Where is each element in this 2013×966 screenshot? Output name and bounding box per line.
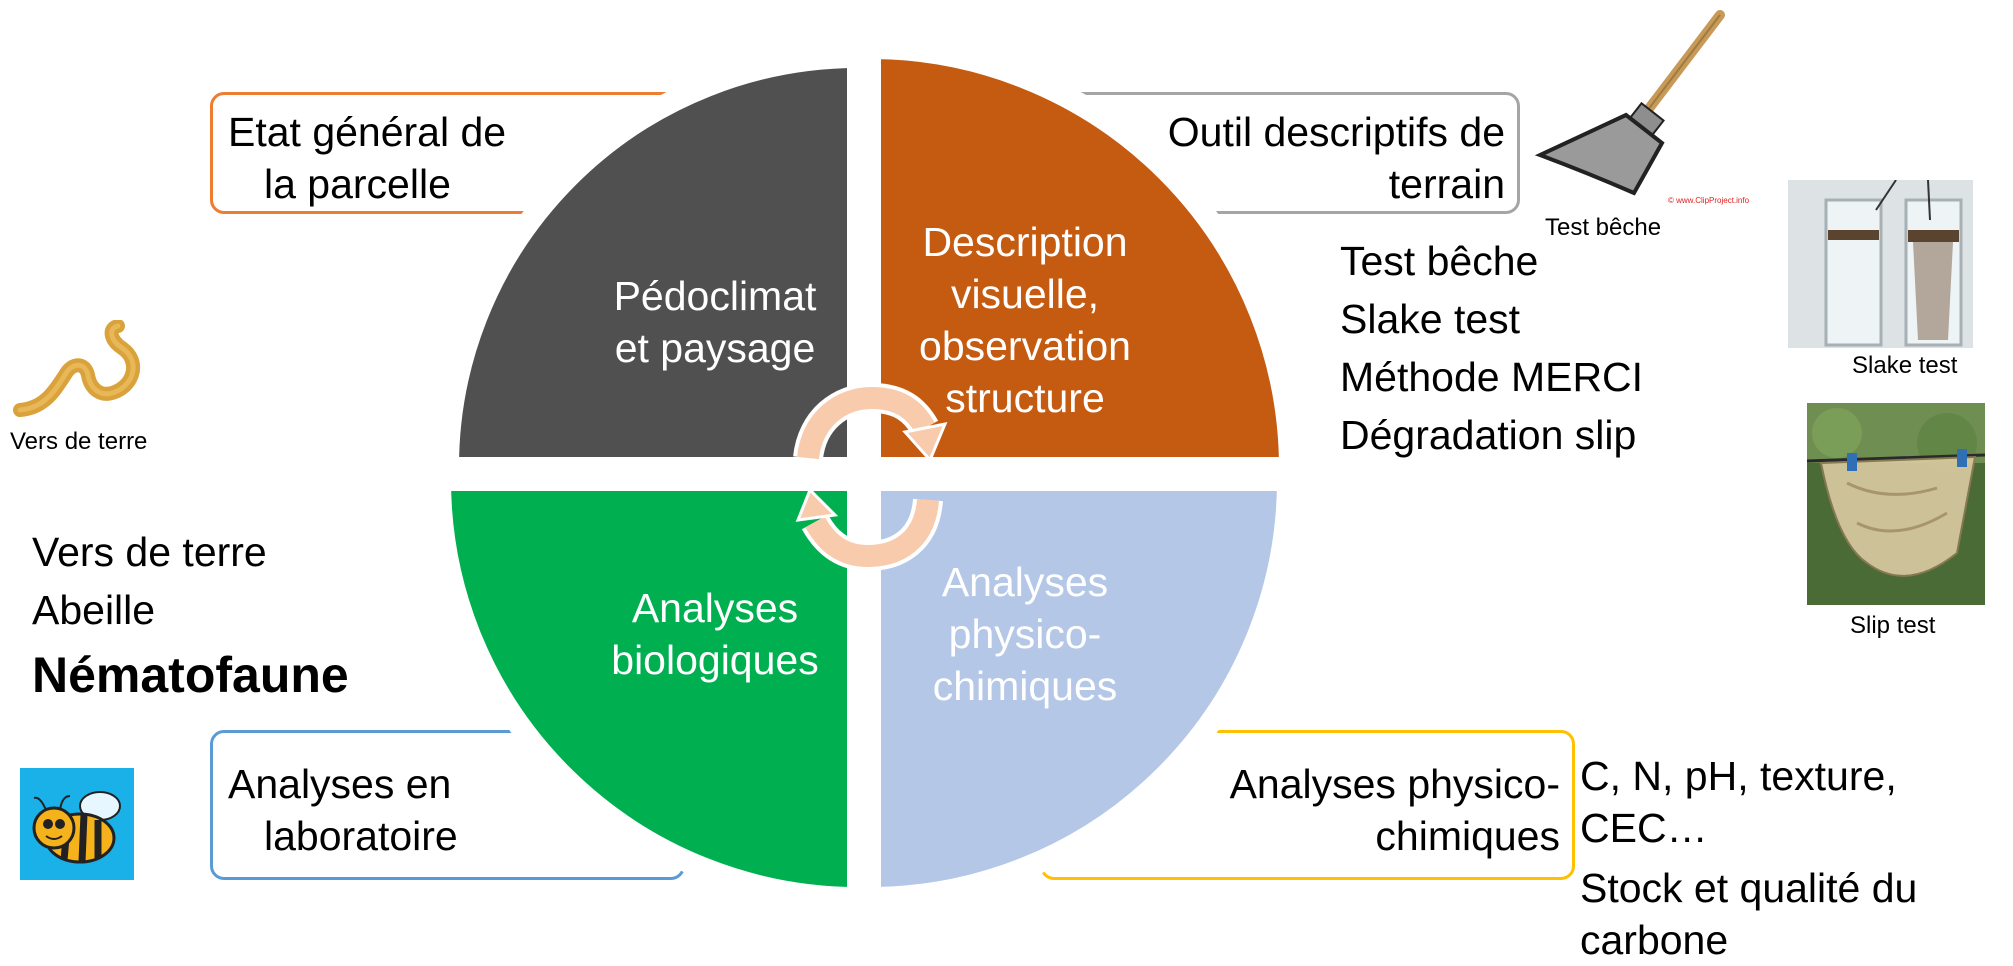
quadrant-label-physico: Analyses physico- chimiques [932,559,1118,709]
bio-list-item-emphasis: Nématofaune [32,647,349,703]
caption-spade: Test bêche [1545,214,1662,241]
label-etat-general: Etat général de la parcelle [228,109,507,207]
bio-list-item: Vers de terre [32,529,267,575]
quadrant-label-biologiques: Analyses biologiques [611,585,819,683]
quadrant-pedoclimat [436,45,869,479]
chem-list: C, N, pH, texture, CEC… Stock et qualité… [1580,753,1918,963]
caption-worm: Vers de terre [10,428,148,455]
clip-credit: © www.ClipProject.info [1668,196,1750,205]
caption-slip: Slip test [1850,612,1936,639]
tests-list-item: Slake test [1340,296,1521,342]
tests-list-item: Méthode MERCI [1340,354,1644,400]
quadrant-label-pedoclimat: Pédoclimat et paysage [613,273,817,371]
bee-icon [20,768,134,880]
label-analyses-laboratoire: Analyses en laboratoire [228,761,458,859]
slip-test-photo [1807,403,1985,605]
label-outil-descriptifs: Outil descriptifs de terrain [1167,109,1505,207]
tests-list-item: Dégradation slip [1340,412,1637,458]
caption-slake: Slake test [1852,352,1958,379]
quadrant-label-description: Description visuelle, observation struct… [919,219,1131,421]
spade-icon [1534,10,1725,196]
earthworm-icon [13,320,141,417]
slake-test-photo [1788,180,1973,348]
bio-list: Vers de terre Abeille Nématofaune [32,523,349,711]
quadrant-biologiques [428,469,869,910]
quadrant-physico-chimiques [859,469,1300,910]
bio-list-item: Abeille [32,587,156,633]
quadrant-description [859,36,1302,479]
label-analyses-physico: Analyses physico- chimiques [1229,761,1560,859]
tests-list-item: Test bêche [1340,238,1539,284]
tests-list: Test bêche Slake test Méthode MERCI Dégr… [1340,232,1643,464]
